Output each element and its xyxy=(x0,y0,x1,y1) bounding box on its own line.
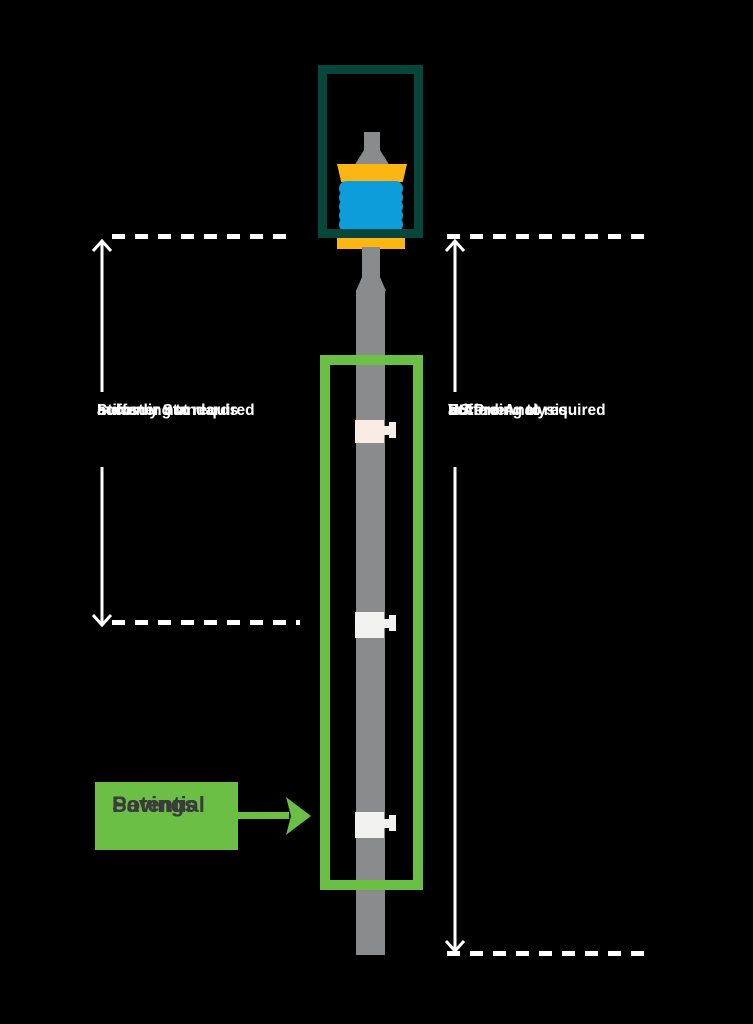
note-line: Stiffener not required xyxy=(97,402,255,419)
clamp-tip xyxy=(389,615,396,631)
savings-arrow-icon xyxy=(286,797,311,835)
flex-joint-bellows xyxy=(339,181,403,232)
analysis-region-frame xyxy=(320,355,423,890)
flex-joint-upper-ring xyxy=(337,164,407,182)
dashed-line-top-right xyxy=(447,234,648,239)
clamp-tip xyxy=(389,422,396,438)
measure-arrow-right-up-icon xyxy=(444,238,466,392)
clamp-stem xyxy=(384,819,390,828)
measure-arrow-left-down-icon xyxy=(91,467,113,628)
bellows-rib xyxy=(339,217,403,232)
measure-arrow-left-up-icon xyxy=(91,238,113,392)
note-line: Stiffener not required xyxy=(448,402,606,419)
riser-pipe-taper xyxy=(356,277,386,291)
measure-arrow-right-down-icon xyxy=(444,467,466,954)
note-line: according to xyxy=(448,402,542,419)
note-line: according to xyxy=(97,402,191,419)
savings-arrow-shaft xyxy=(237,812,289,819)
note-line-rest: RS Pre-Analysis xyxy=(448,402,568,419)
clamp-body xyxy=(355,420,384,443)
dashed-line-mid-left xyxy=(112,620,300,625)
savings-label-line: Potential xyxy=(112,792,205,817)
riser-pipe-neck xyxy=(362,247,380,281)
potential-savings-badge: Potential Savings xyxy=(95,782,238,850)
dashed-line-bottom-right xyxy=(447,951,648,956)
clamp-tip xyxy=(389,815,396,831)
flex-joint-highlight-frame xyxy=(318,65,423,238)
savings-label-line: Savings xyxy=(112,792,197,817)
clamp-body xyxy=(355,812,384,838)
flex-joint-adapter xyxy=(354,150,390,166)
dashed-line-top-left xyxy=(112,234,296,239)
flex-joint-lower-ring xyxy=(337,238,405,249)
flex-joint-stem xyxy=(364,132,380,154)
clamp-body xyxy=(355,612,384,638)
note-line: Industry Standards xyxy=(97,402,239,419)
clamp-stem xyxy=(384,426,390,435)
clamp-stem xyxy=(384,619,390,628)
note-line-emphasis: V-A xyxy=(448,402,474,419)
